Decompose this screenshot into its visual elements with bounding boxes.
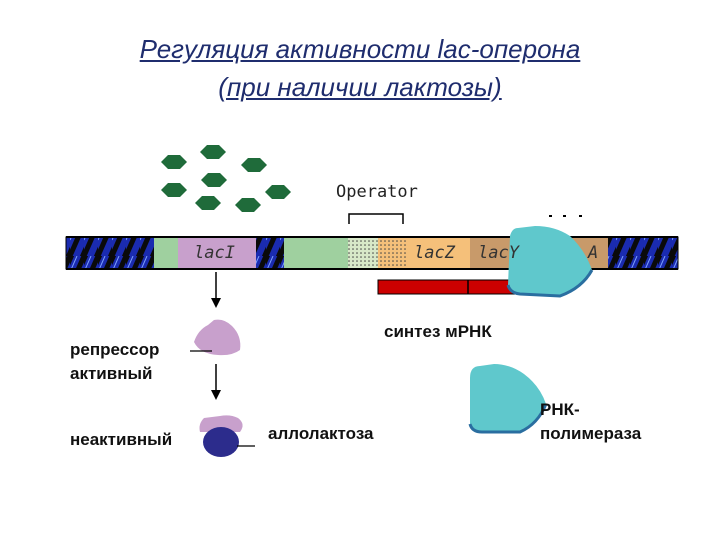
lactose-molecule (161, 155, 187, 169)
lactose-molecule (235, 198, 261, 212)
polymerase-label-line2: полимераза (540, 424, 642, 443)
laci-gene (178, 237, 256, 269)
rna-polymerase-free (470, 364, 546, 432)
arrow-to-inactive (211, 364, 221, 400)
laca-label: A (588, 243, 599, 263)
lactose-molecule (201, 173, 227, 187)
mrna-synthesis-label: синтез мРНК (384, 322, 492, 341)
laci-label: lacI (194, 243, 235, 263)
operator-tick-marks (549, 215, 582, 217)
spacer-segment (154, 237, 178, 269)
lactose-molecule (200, 145, 226, 159)
slide-title: Регуляция активности lac-оперона (при на… (0, 30, 720, 106)
rna-polymerase-on-dna (508, 226, 592, 296)
dna-segment-left (66, 237, 154, 269)
active-label: активный (70, 364, 153, 383)
lactose-molecule (195, 196, 221, 210)
allolactose-label: аллолактоза (268, 424, 374, 443)
lactose-molecule (241, 158, 267, 172)
repressor-label: репрессор (70, 340, 160, 359)
lactose-molecule (161, 183, 187, 197)
title-line-1: Регуляция активности lac-оперона (139, 34, 581, 64)
dna-strip (65, 236, 679, 270)
allolactose-molecule (203, 427, 239, 457)
operator-segment (348, 237, 378, 269)
dna-segment-right (608, 237, 678, 269)
inactive-repressor (199, 415, 243, 432)
lacy-label: lacY (478, 243, 519, 263)
lactose-molecule (265, 185, 291, 199)
polymerase-label-line1: РНК- (540, 400, 580, 419)
lacz-label: lacZ (414, 243, 455, 263)
lacz-gene (408, 237, 470, 269)
arrow-to-repressor (211, 272, 221, 308)
lactose-molecules (161, 145, 291, 212)
operator-segment-overlap (378, 237, 408, 269)
operator-bracket (348, 213, 404, 224)
title-line-2: (при наличии лактозы) (218, 72, 502, 102)
operator-label: Operator (336, 182, 418, 202)
dna-segment-middle (256, 237, 284, 269)
inactive-label: неактивный (70, 430, 173, 449)
promoter-segment (284, 237, 348, 269)
active-repressor (194, 319, 241, 356)
